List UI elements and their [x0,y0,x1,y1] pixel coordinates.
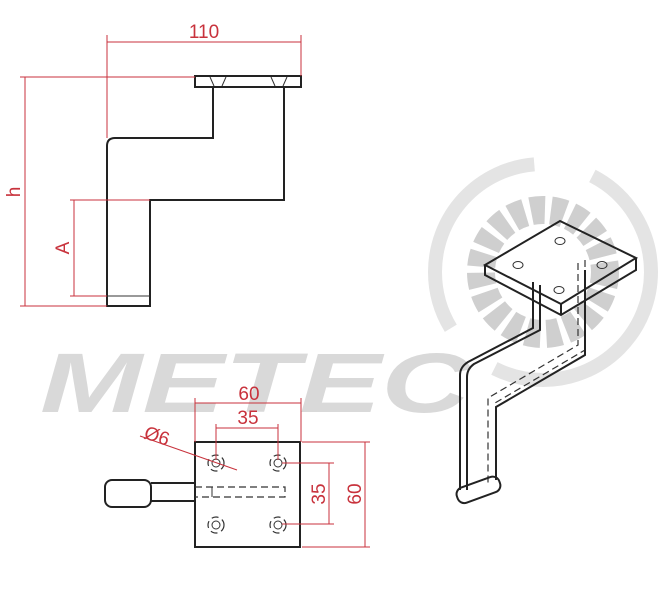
foot-end [104,479,152,508]
iso-bracket-front [459,282,541,490]
dimension-35-vertical-label: 35 [309,483,330,504]
bracket-profile [106,87,285,307]
iso-bracket-back [495,270,586,480]
diameter-leader [139,435,238,471]
mounting-holes [207,454,287,534]
watermark-gear-icon [467,196,619,348]
dimension-60-horizontal-label: 60 [238,384,259,405]
dimension-60-vertical-label: 60 [345,483,366,504]
hidden-slot [195,486,286,498]
isometric-view [455,219,639,505]
bracket-arm [151,482,195,502]
countersink-holes [209,76,288,87]
dimension-35-horizontal-label: 35 [237,408,258,429]
watermark-logo: METEC [40,157,658,430]
top-view: 60 35 Ø6 35 60 [104,384,370,548]
watermark-text: METEC [40,336,472,430]
iso-foot [455,475,502,505]
iso-holes [512,237,608,294]
dimension-a-label: A [53,241,74,254]
mounting-plate-top [194,441,301,548]
mounting-plate-side [194,75,302,88]
dimension-h-label: h [4,187,25,198]
iso-plate-edge [484,258,637,317]
side-view: 110 h A [4,22,302,307]
dimension-110-label: 110 [189,22,219,43]
